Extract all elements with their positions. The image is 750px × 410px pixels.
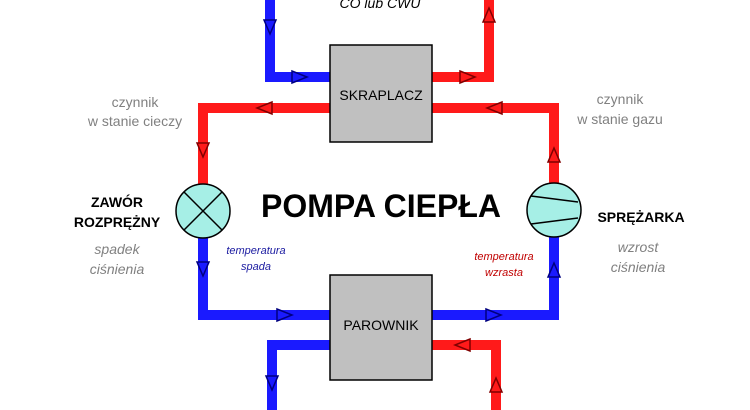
pressure-rise-label: wzrost ciśnienia xyxy=(611,239,666,275)
arrow-right-icon xyxy=(459,69,478,85)
gas-refrigerant-pipe xyxy=(432,103,559,190)
pressure-rise-line2: ciśnienia xyxy=(611,259,666,275)
condenser-label: SKRAPLACZ xyxy=(339,87,423,103)
expansion-valve-icon xyxy=(175,183,231,239)
right-top-label: czynnik w stanie gazu xyxy=(576,91,663,127)
condenser-box xyxy=(329,44,433,143)
arrow-up-icon xyxy=(546,261,562,278)
heating-return-pipe-hot xyxy=(432,0,494,82)
arrow-left-icon xyxy=(484,100,503,116)
arrow-right-icon xyxy=(485,307,504,323)
arrow-left-icon xyxy=(254,100,273,116)
arrow-up-icon xyxy=(488,376,504,393)
left-top-label: czynnik w stanie cieczy xyxy=(87,94,182,129)
temp-drop-label: temperatura spada xyxy=(226,245,285,273)
source-return-pipe-cold xyxy=(267,340,330,410)
pipes xyxy=(198,0,559,410)
evaporator: PAROWNIK xyxy=(329,274,433,381)
pressure-drop-line2: ciśnienia xyxy=(90,261,145,277)
heating-supply-pipe-cold xyxy=(265,0,330,82)
diagram-title: POMPA CIEPŁA xyxy=(261,188,501,224)
evaporator-label: PAROWNIK xyxy=(343,317,419,333)
arrow-down-icon xyxy=(195,142,211,159)
pressure-drop-label: spadek ciśnienia xyxy=(90,241,145,277)
top-caption: CO lub CWU xyxy=(340,0,422,11)
flow-arrows xyxy=(195,6,562,393)
temp-rise-line1: temperatura xyxy=(474,251,533,263)
arrow-down-icon xyxy=(262,19,278,36)
left-top-line1: czynnik xyxy=(112,94,160,110)
arrow-up-icon xyxy=(546,146,562,163)
arrow-right-icon xyxy=(276,307,295,323)
source-supply-pipe-hot xyxy=(432,340,501,410)
arrow-right-icon xyxy=(291,69,310,85)
temp-rise-label: temperatura wzrasta xyxy=(474,251,533,279)
compressor-label: SPRĘŻARKA xyxy=(597,209,684,225)
temp-drop-line1: temperatura xyxy=(226,245,285,257)
arrow-left-icon xyxy=(452,337,471,353)
arrow-down-icon xyxy=(264,375,280,392)
evaporated-refrigerant-pipe xyxy=(432,230,559,320)
temp-rise-line2: wzrasta xyxy=(485,267,523,279)
temp-drop-line2: spada xyxy=(241,261,271,273)
pressure-drop-line1: spadek xyxy=(94,241,140,257)
liquid-refrigerant-pipe xyxy=(198,103,330,197)
left-top-line2: w stanie cieczy xyxy=(87,113,182,129)
pressure-rise-line1: wzrost xyxy=(618,239,660,255)
arrow-up-icon xyxy=(481,6,497,23)
right-top-line2: w stanie gazu xyxy=(576,111,663,127)
valve-label-line2: ROZPRĘŻNY xyxy=(74,214,161,230)
expanded-refrigerant-pipe xyxy=(198,226,330,320)
condenser: SKRAPLACZ xyxy=(329,44,433,143)
compressor-icon xyxy=(526,182,582,238)
evaporator-box xyxy=(329,274,433,381)
valve-label-line1: ZAWÓR xyxy=(91,193,143,210)
valve-label: ZAWÓR ROZPRĘŻNY xyxy=(74,193,161,230)
right-top-line1: czynnik xyxy=(597,91,645,107)
arrow-down-icon xyxy=(195,261,211,278)
